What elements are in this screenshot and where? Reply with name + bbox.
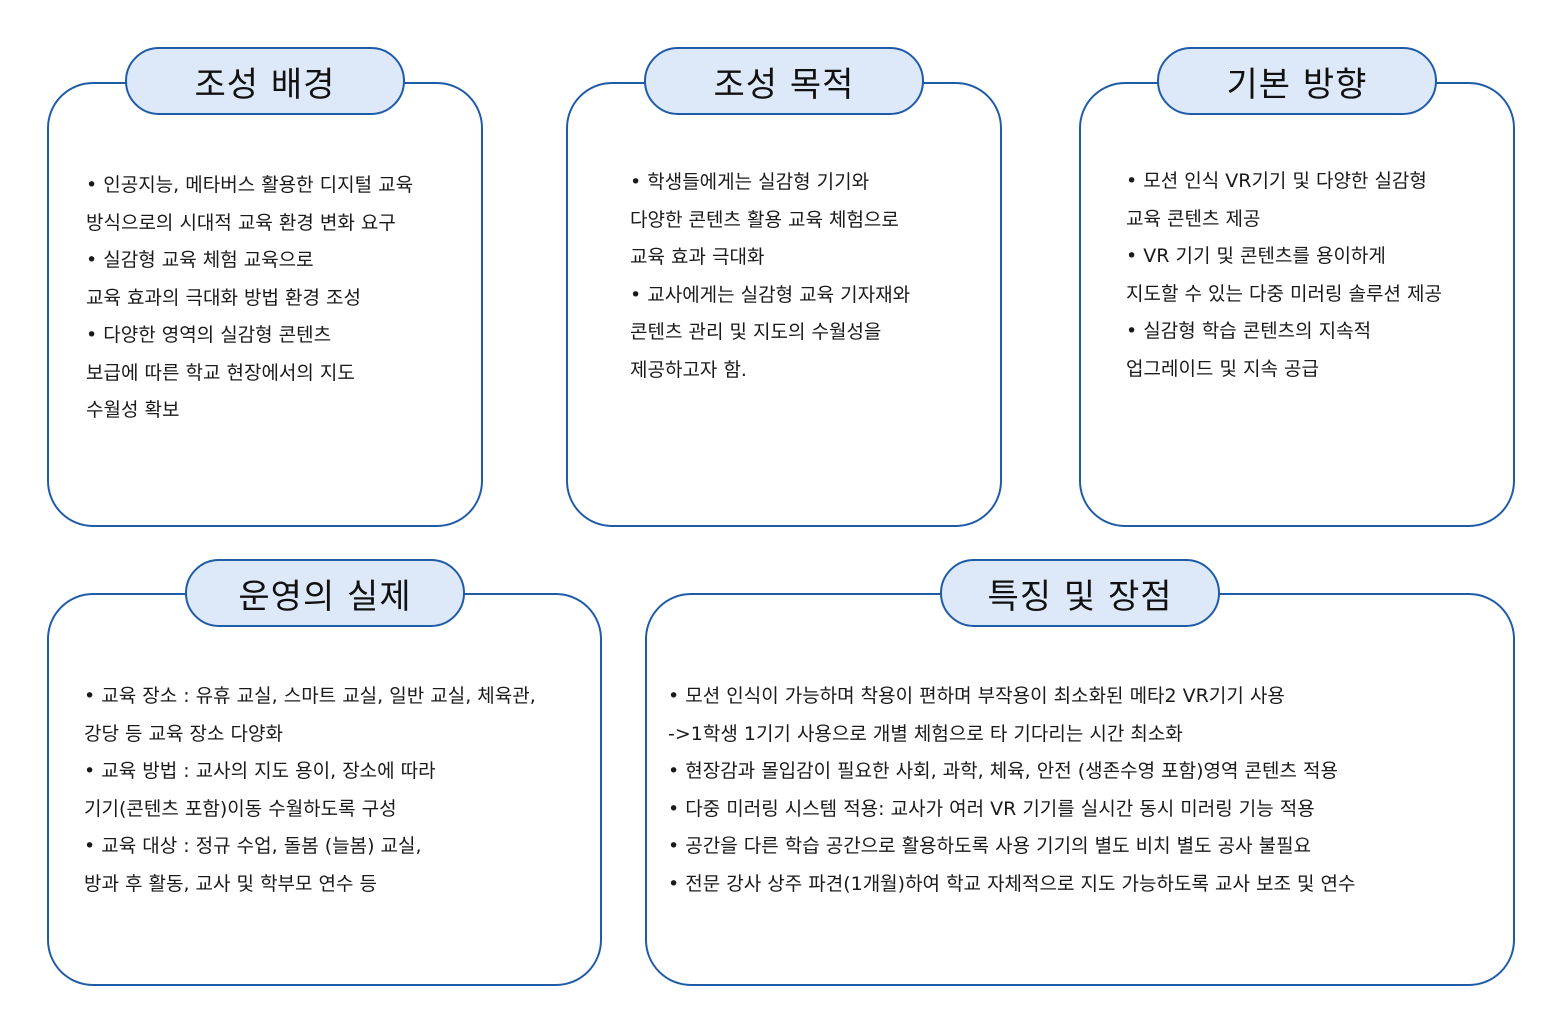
card-purpose-line: 교육 효과 극대화 xyxy=(630,246,765,268)
card-operation-line: 강당 등 교육 장소 다양화 xyxy=(84,722,283,745)
card-background-line: 교육 효과의 극대화 방법 환경 조성 xyxy=(86,286,361,309)
card-direction-title: 기본 방향 xyxy=(1157,47,1437,115)
card-features-line: • 모션 인식이 가능하며 착용이 편하며 부작용이 최소화된 메타2 VR기기… xyxy=(668,685,1285,707)
card-background-line: 보급에 따른 학교 현장에서의 지도 xyxy=(86,361,355,384)
card-operation-line: • 교육 대상 : 정규 수업, 돌봄 (늘봄) 교실, xyxy=(84,835,422,857)
card-features-title: 특징 및 장점 xyxy=(940,559,1220,627)
card-operation-line: 기기(콘텐츠 포함)이동 수월하도록 구성 xyxy=(84,797,397,820)
card-purpose-line: 콘텐츠 관리 및 지도의 수월성을 xyxy=(630,321,882,343)
card-features-line: • 전문 강사 상주 파견(1개월)하여 학교 자체적으로 지도 가능하도록 교… xyxy=(668,872,1356,895)
card-direction xyxy=(1079,82,1515,527)
card-operation-line: • 교육 장소 : 유휴 교실, 스마트 교실, 일반 교실, 체육관, xyxy=(84,685,536,707)
card-purpose-lines: • 학생들에게는 실감형 기기와 다양한 콘텐츠 활용 교육 체험으로 교육 효… xyxy=(630,164,910,389)
card-background-line: 방식으로의 시대적 교육 환경 변화 요구 xyxy=(86,211,396,234)
card-operation-line: • 교육 방법 : 교사의 지도 용이, 장소에 따라 xyxy=(84,760,436,782)
card-features-lines: • 모션 인식이 가능하며 착용이 편하며 부작용이 최소화된 메타2 VR기기… xyxy=(668,678,1355,903)
card-features-line: ->1학생 1기기 사용으로 개별 체험으로 타 기다리는 시간 최소화 xyxy=(668,722,1183,745)
card-direction-line: • VR 기기 및 콘텐츠를 용이하게 xyxy=(1126,245,1386,267)
card-background-title: 조성 배경 xyxy=(125,47,405,115)
card-background-line: • 다양한 영역의 실감형 콘텐츠 xyxy=(86,324,332,346)
card-purpose-line: 다양한 콘텐츠 활용 교육 체험으로 xyxy=(630,208,899,231)
card-features xyxy=(645,593,1515,986)
card-features-line: • 공간을 다른 학습 공간으로 활용하도록 사용 기기의 별도 비치 별도 공… xyxy=(668,835,1312,857)
card-purpose-title: 조성 목적 xyxy=(644,47,924,115)
card-direction-line: 업그레이드 및 지속 공급 xyxy=(1126,357,1319,380)
card-features-line: • 현장감과 몰입감이 필요한 사회, 과학, 체육, 안전 (생존수영 포함)… xyxy=(668,760,1338,782)
card-background-line: 수월성 확보 xyxy=(86,399,180,421)
card-direction-lines: • 모션 인식 VR기기 및 다양한 실감형 교육 콘텐츠 제공 • VR 기기… xyxy=(1126,163,1442,388)
card-operation xyxy=(47,593,602,986)
card-purpose-line: 제공하고자 함. xyxy=(630,358,747,381)
card-direction-line: • 실감형 학습 콘텐츠의 지속적 xyxy=(1126,320,1372,342)
card-background-line: • 실감형 교육 체험 교육으로 xyxy=(86,249,314,271)
card-operation-lines: • 교육 장소 : 유휴 교실, 스마트 교실, 일반 교실, 체육관, 강당 … xyxy=(84,678,536,903)
card-direction-line: • 모션 인식 VR기기 및 다양한 실감형 xyxy=(1126,170,1427,192)
card-purpose xyxy=(566,82,1002,527)
card-direction-line: 교육 콘텐츠 제공 xyxy=(1126,207,1261,230)
card-features-line: • 다중 미러링 시스템 적용: 교사가 여러 VR 기기를 실시간 동시 미러… xyxy=(668,797,1315,820)
card-direction-line: 지도할 수 있는 다중 미러링 솔루션 제공 xyxy=(1126,282,1442,305)
card-background-line: • 인공지능, 메타버스 활용한 디지털 교육 xyxy=(86,174,414,196)
card-background-lines: • 인공지능, 메타버스 활용한 디지털 교육 방식으로의 시대적 교육 환경 … xyxy=(86,167,413,430)
card-operation-line: 방과 후 활동, 교사 및 학부모 연수 등 xyxy=(84,872,378,895)
card-background xyxy=(47,82,483,527)
card-purpose-line: • 교사에게는 실감형 교육 기자재와 xyxy=(630,283,911,306)
card-operation-title: 운영의 실제 xyxy=(185,559,465,627)
card-purpose-line: • 학생들에게는 실감형 기기와 xyxy=(630,171,870,193)
